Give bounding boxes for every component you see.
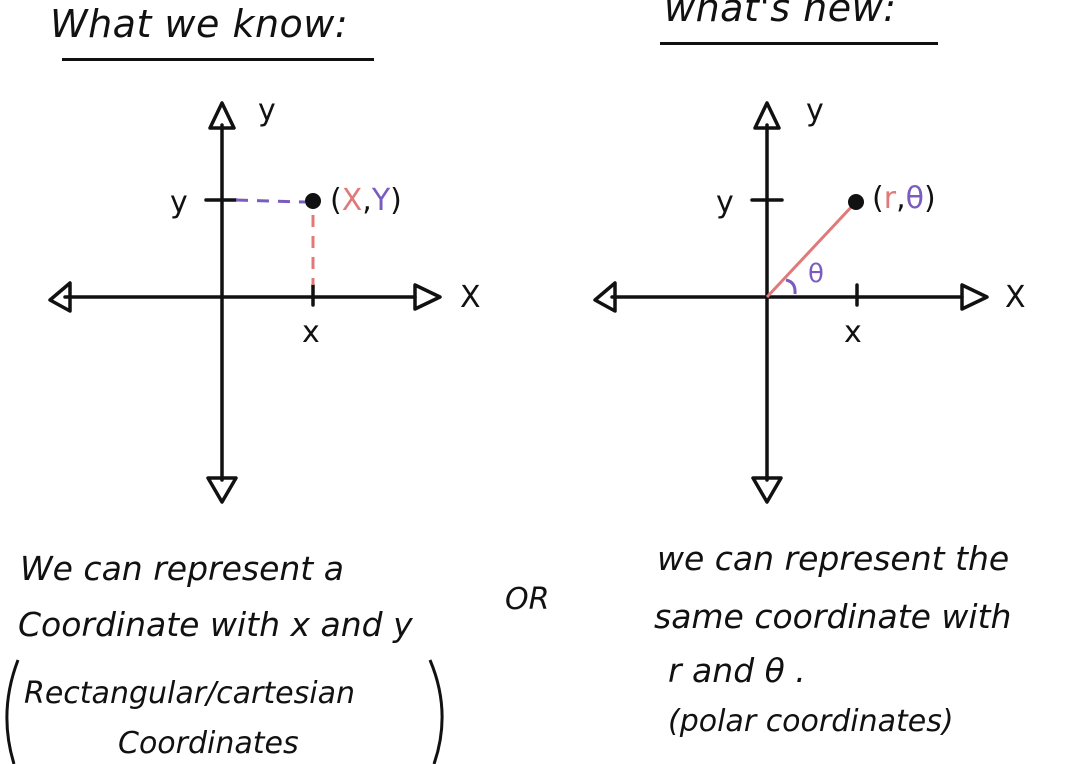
left-close-paren <box>428 659 444 764</box>
right-text-line3: r and θ . <box>668 651 806 690</box>
right-y-arrow-up <box>753 101 781 130</box>
right-point-theta: θ <box>906 181 924 216</box>
right-radius-line <box>765 201 857 299</box>
left-heading: What we know: <box>50 2 349 46</box>
right-y-axis-label: y <box>806 93 824 128</box>
left-x-arrow-right <box>413 283 442 311</box>
left-text-line1: We can represent a <box>20 549 344 588</box>
left-point-x: X <box>342 183 363 218</box>
right-text-line1: we can represent the <box>657 539 1010 578</box>
right-y-arrow-down <box>751 476 783 504</box>
left-point-y: Y <box>371 183 391 218</box>
left-open-paren <box>5 659 20 764</box>
left-y-arrow-down <box>206 476 238 504</box>
left-y-tick-label: y <box>170 185 188 220</box>
right-point-close: ) <box>924 181 936 216</box>
left-point-open: ( <box>330 183 342 218</box>
right-angle-arc <box>785 278 797 295</box>
right-angle-label: θ <box>808 259 824 289</box>
left-paren-line2: Coordinates <box>118 726 299 761</box>
left-point <box>305 193 321 209</box>
right-heading: what's new: <box>664 0 897 30</box>
left-point-label: (X,Y) <box>330 183 402 218</box>
left-y-projection-dashed <box>235 198 306 204</box>
right-paren-line: (polar coordinates) <box>668 704 954 739</box>
right-text-line2: same coordinate with <box>654 597 1012 636</box>
right-x-arrow-right <box>960 283 989 311</box>
left-point-close: ) <box>390 183 402 218</box>
right-x-tick-label: x <box>844 315 862 350</box>
left-diagram <box>48 101 442 504</box>
left-heading-underline <box>62 58 374 61</box>
right-point-open: ( <box>872 181 884 216</box>
right-point-r: r <box>884 181 897 216</box>
right-x-axis-label: X <box>1005 280 1026 315</box>
right-diagram <box>593 101 989 504</box>
right-point <box>848 194 864 210</box>
left-paren-line1: Rectangular/cartesian <box>24 676 355 711</box>
or-label: OR <box>505 582 550 617</box>
left-y-axis-label: y <box>258 93 276 128</box>
right-point-label: (r,θ) <box>872 181 936 216</box>
right-y-tick-label: y <box>716 185 734 220</box>
left-x-arrow-left <box>48 281 72 313</box>
left-point-comma: , <box>362 183 372 218</box>
left-text-line2: Coordinate with x and y <box>18 605 413 644</box>
left-x-tick-label: x <box>302 315 320 350</box>
right-x-arrow-left <box>593 281 617 313</box>
left-y-arrow-up <box>208 101 236 130</box>
right-heading-underline <box>660 42 938 45</box>
right-point-comma: , <box>896 181 906 216</box>
left-x-axis-label: X <box>460 280 481 315</box>
